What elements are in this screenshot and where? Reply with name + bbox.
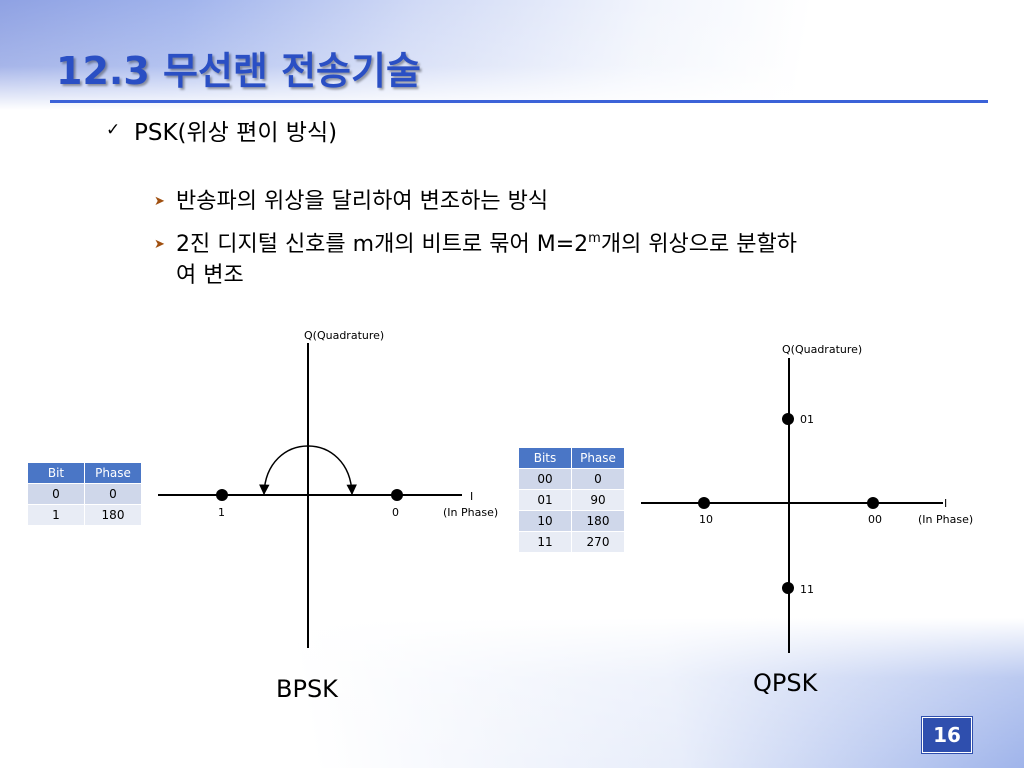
table-cell: 1 [27,504,85,526]
sub-bullet-2-text-post: 개의 위상으로 분할하 [600,232,797,257]
table-header-row: Bits Phase [518,447,625,469]
table-cell: 0 [84,483,142,505]
bpsk-point-label: 1 [218,506,225,519]
table-cell: 270 [571,531,625,553]
qpsk-diagram: Q(Quadrature) I (In Phase) 01 10 00 11 Q… [641,343,973,697]
table-cell: 0 [571,468,625,490]
arrow-right-icon: ➤ [154,237,165,252]
page-number: 16 [921,716,973,754]
qpsk-point-label: 01 [800,413,814,426]
sub-bullet-1-text: 반송파의 위상을 달리하여 변조하는 방식 [176,189,549,214]
bpsk-i-label: I [470,490,473,503]
footer-fade [0,618,1024,768]
bpsk-phase-arc [259,445,357,496]
title-underline [50,100,988,103]
qpsk-point-label: 10 [699,513,713,526]
qpsk-point-10 [698,497,710,509]
bpsk-caption: BPSK [276,675,339,703]
bpsk-diagram: Q(Quadrature) I (In Phase) 1 0 BPSK [158,329,498,703]
table-header: Bits [518,447,572,469]
qpsk-point-01 [782,413,794,425]
bpsk-point-0 [391,489,403,501]
qpsk-phase-table: Bits Phase 00 0 01 90 10 180 11 270 [518,447,625,553]
table-header-row: Bit Phase [27,462,142,484]
arrow-right-icon: ➤ [154,194,165,209]
sub-bullet-1: ➤ 반송파의 위상을 달리하여 변조하는 방식 [154,186,548,217]
bpsk-point-1 [216,489,228,501]
check-icon: ✓ [106,120,121,140]
qpsk-i-sub-label: (In Phase) [918,513,973,526]
qpsk-i-label: I [944,497,947,510]
table-cell: 11 [518,531,572,553]
bpsk-phase-table: Bit Phase 0 0 1 180 [27,462,142,526]
table-row: 11 270 [518,531,625,553]
main-bullet: ✓ PSK(위상 편이 방식) [106,113,337,147]
qpsk-q-label: Q(Quadrature) [782,343,862,356]
table-header: Bit [27,462,85,484]
table-header: Phase [84,462,142,484]
table-row: 0 0 [27,483,142,505]
table-cell: 90 [571,489,625,511]
qpsk-point-label: 00 [868,513,882,526]
main-bullet-text: PSK(위상 편이 방식) [134,120,338,146]
sub-bullet-2-superscript: m [588,231,601,246]
qpsk-point-label: 11 [800,583,814,596]
slide-title: 12.3 무선랜 전송기술 [56,49,421,93]
bpsk-i-sub-label: (In Phase) [443,506,498,519]
table-row: 1 180 [27,504,142,526]
header-fade [0,0,1024,110]
sub-bullet-2: ➤ 2진 디지털 신호를 m개의 비트로 묶어 M=2m개의 위상으로 분할하 여… [154,223,954,291]
qpsk-point-11 [782,582,794,594]
table-cell: 180 [571,510,625,532]
bpsk-q-label: Q(Quadrature) [304,329,384,342]
bpsk-point-label: 0 [392,506,399,519]
table-row: 10 180 [518,510,625,532]
table-cell: 10 [518,510,572,532]
sub-bullet-2-continuation: 여 변조 [176,263,244,288]
qpsk-caption: QPSK [753,669,819,697]
qpsk-point-00 [867,497,879,509]
table-cell: 180 [84,504,142,526]
sub-bullet-2-text: 2진 디지털 신호를 m개의 비트로 묶어 M=2 [176,232,589,257]
